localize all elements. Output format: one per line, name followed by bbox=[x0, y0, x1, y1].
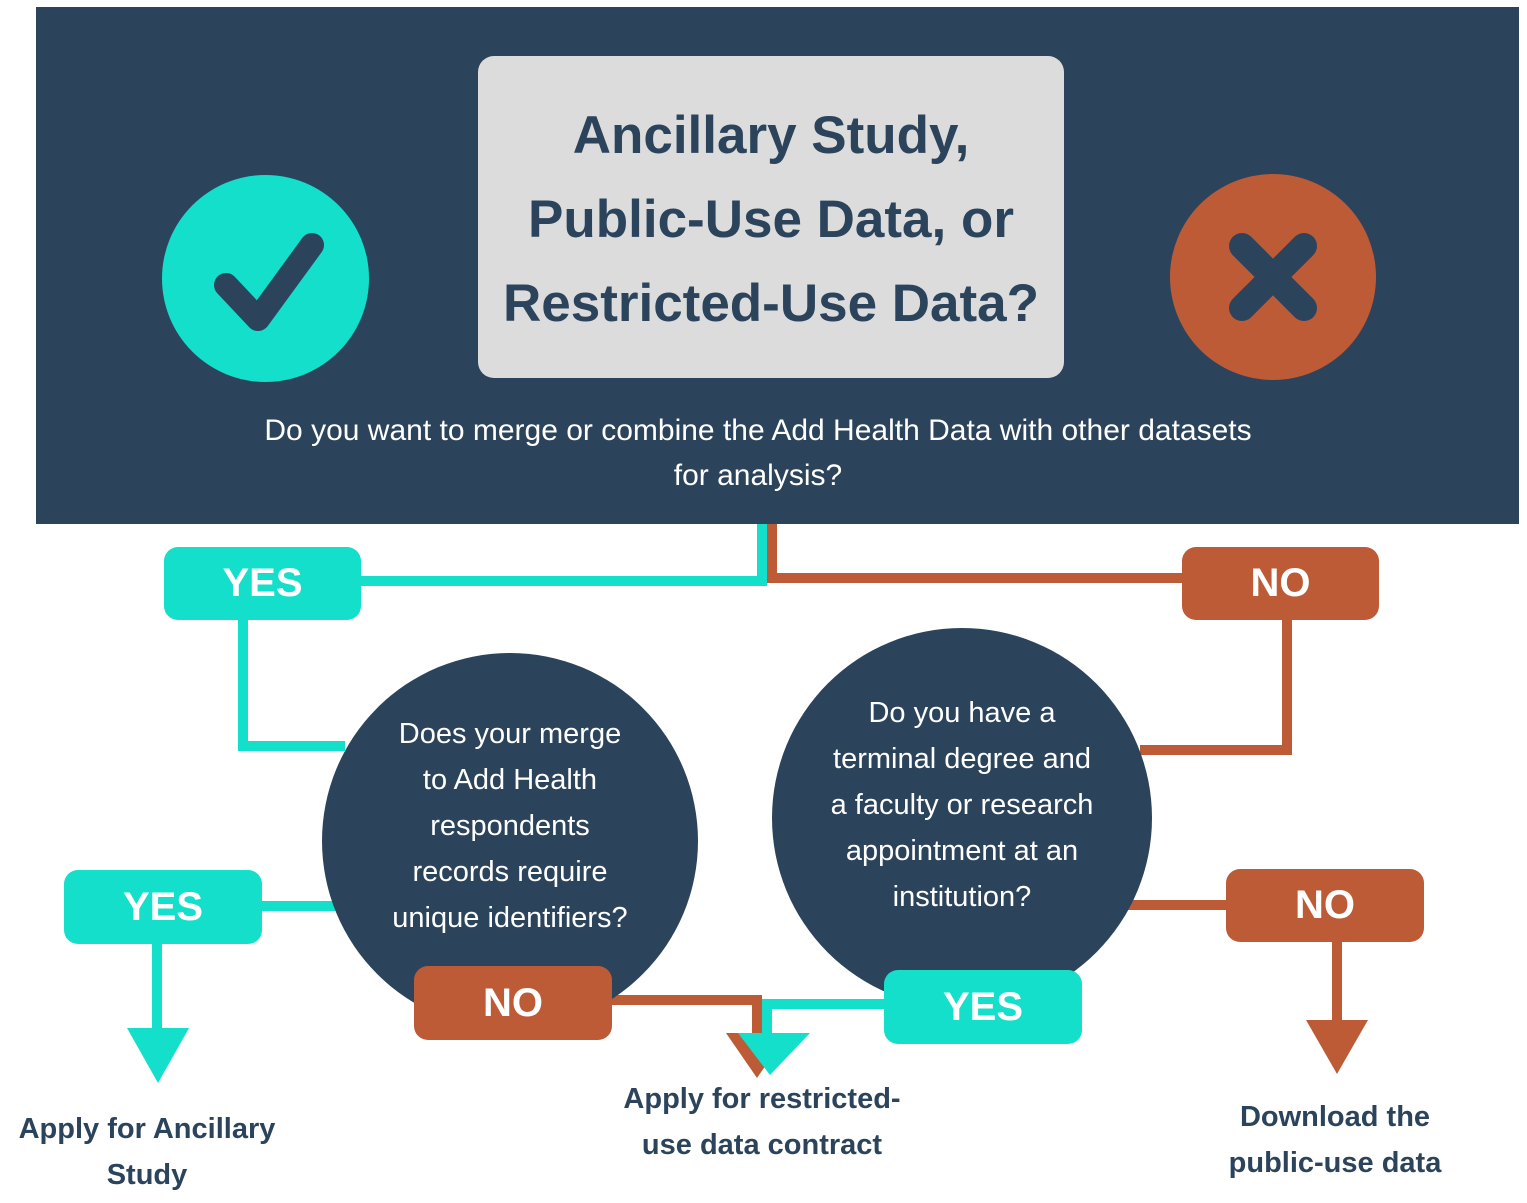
question-degree-line-1: Do you have a bbox=[868, 697, 1056, 729]
question-identifiers-text: Does your merge to Add Health respondent… bbox=[340, 711, 680, 941]
yes-badge-merge: YES bbox=[164, 547, 361, 620]
question-identifiers-line-2: to Add Health bbox=[422, 764, 598, 796]
yes-badge-degree: YES bbox=[884, 970, 1082, 1044]
check-icon bbox=[162, 175, 369, 382]
question-identifiers-line-4: records require bbox=[412, 856, 608, 888]
connector-yes-to-left-question bbox=[238, 620, 345, 751]
question-degree-line-3: a faculty or research bbox=[830, 789, 1094, 821]
connector-left-no bbox=[611, 995, 762, 1035]
outcome-ancillary-study: Apply for Ancillary Study bbox=[18, 1113, 276, 1191]
connector-no-top bbox=[767, 524, 1185, 583]
question-degree-text: Do you have a terminal degree and a facu… bbox=[792, 690, 1132, 920]
title-line-1: Ancillary Study, bbox=[572, 106, 970, 165]
question-degree-line-2: terminal degree and bbox=[833, 743, 1091, 775]
arrow-public bbox=[1306, 1020, 1368, 1074]
yes-badge-identifiers: YES bbox=[64, 870, 262, 944]
arrow-restricted-yes bbox=[738, 1033, 810, 1075]
arrow-ancillary bbox=[127, 1028, 189, 1083]
x-icon bbox=[1170, 174, 1376, 380]
question-identifiers-line-1: Does your merge bbox=[398, 718, 622, 750]
title-line-3: Restricted-Use Data? bbox=[502, 274, 1040, 333]
question-degree-line-5: institution? bbox=[892, 881, 1032, 913]
title-box: Ancillary Study, Public-Use Data, or Res… bbox=[478, 56, 1064, 378]
no-badge-merge: NO bbox=[1182, 547, 1379, 620]
question-identifiers-line-5: unique identifiers? bbox=[392, 902, 628, 934]
outcome-restricted-use-contract: Apply for restricted-use data contract bbox=[623, 1083, 901, 1161]
main-question: Do you want to merge or combine the Add … bbox=[264, 414, 1252, 492]
question-degree-line-4: appointment at an bbox=[845, 835, 1079, 867]
no-badge-degree: NO bbox=[1226, 869, 1424, 942]
question-identifiers-line-3: respondents bbox=[430, 810, 590, 842]
title-line-2: Public-Use Data, or bbox=[528, 190, 1014, 249]
connector-right-yes bbox=[762, 999, 885, 1035]
no-badge-identifiers: NO bbox=[414, 966, 612, 1040]
connector-yes-top bbox=[360, 524, 767, 586]
connector-no-to-right-question bbox=[1140, 620, 1292, 755]
question-bubble-degree bbox=[772, 628, 1152, 1008]
outcome-public-use-download: Download the public-use data bbox=[1228, 1101, 1442, 1179]
